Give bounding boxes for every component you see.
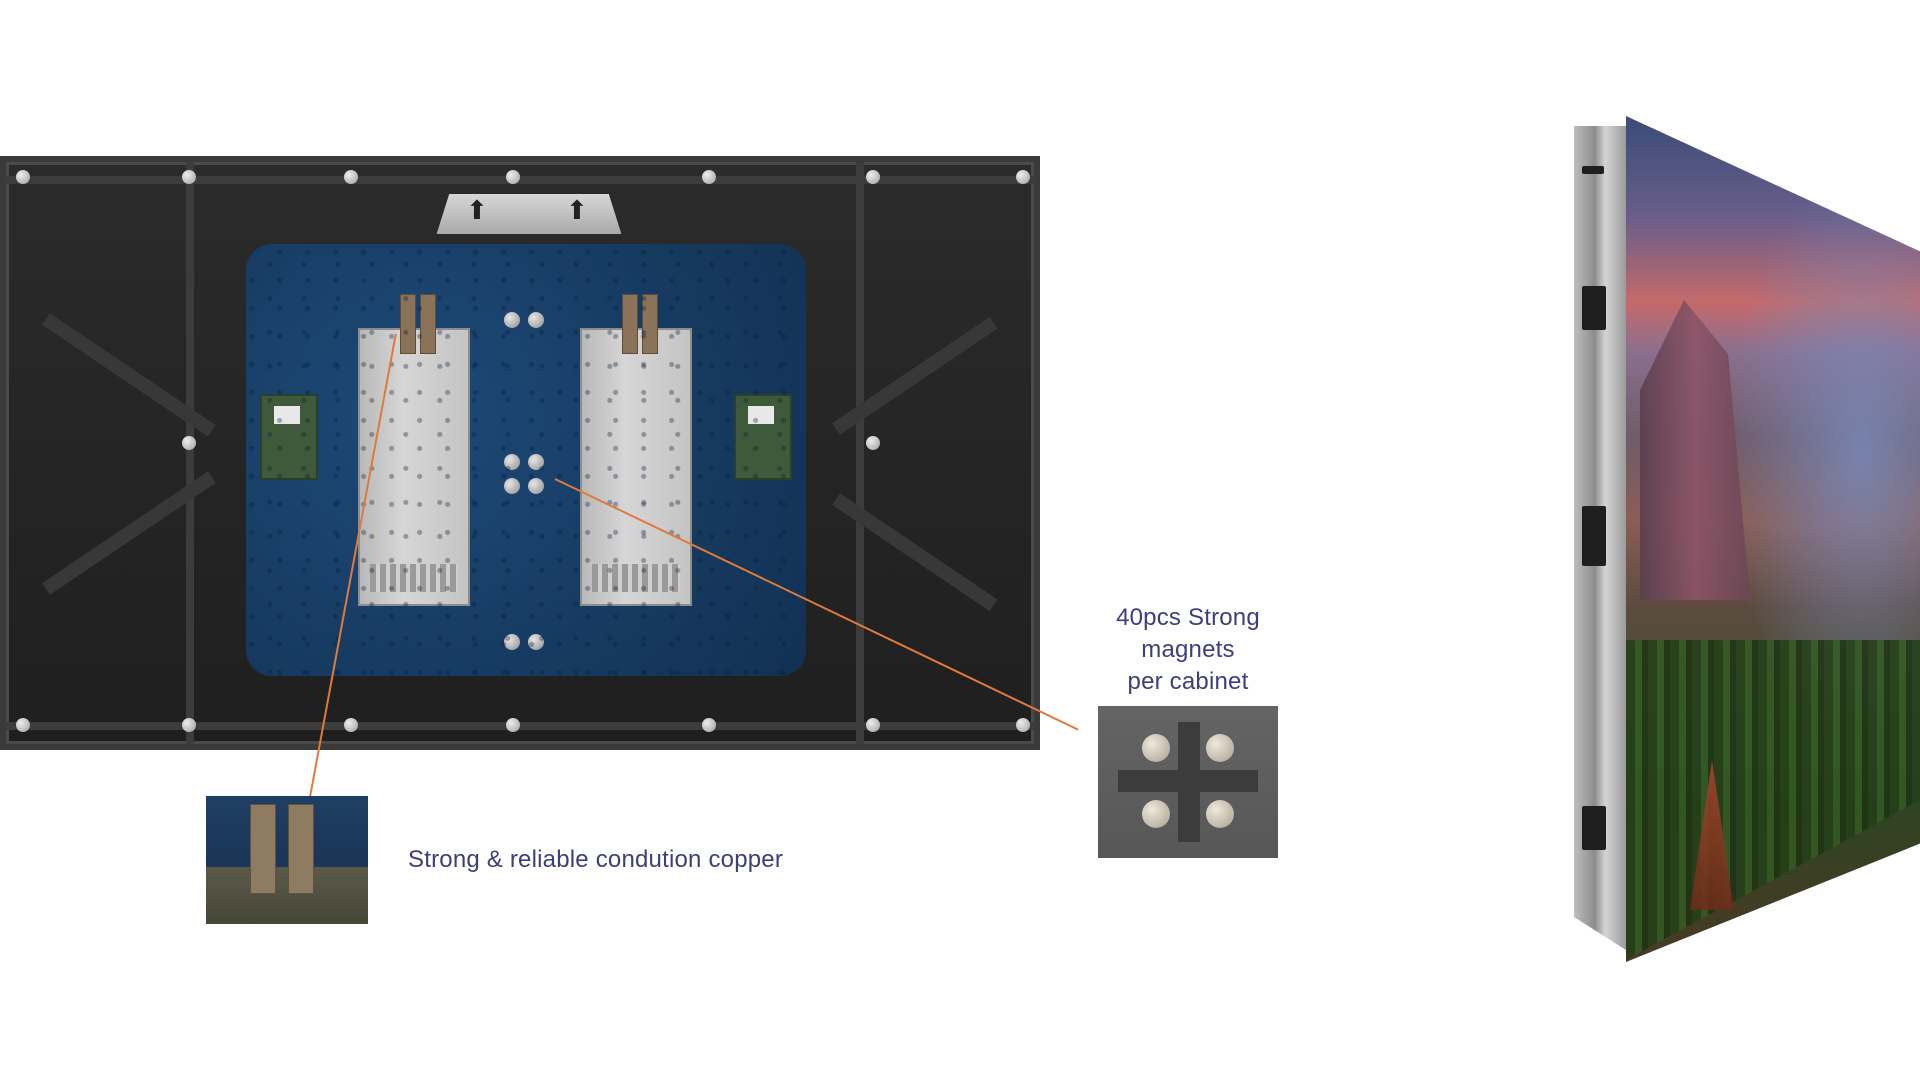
copper-conductor [288, 804, 314, 894]
power-supply-unit [580, 328, 692, 606]
copper-closeup-image [206, 796, 368, 924]
copper-conductor [420, 294, 436, 354]
magnet [504, 478, 520, 494]
copper-conductor [400, 294, 416, 354]
frame-bar-left [186, 162, 194, 744]
bolt [702, 170, 716, 184]
bolt [702, 718, 716, 732]
bolt [506, 718, 520, 732]
cabinet-rear-view: ⬆ ⬆ [0, 156, 1040, 750]
bolt [506, 170, 520, 184]
frame-bar-bottom [6, 722, 1034, 730]
bolt [344, 170, 358, 184]
bolt [182, 436, 196, 450]
arrow-up-icon: ⬆ [566, 196, 588, 226]
magnet-label-line: 40pcs Strong [1116, 604, 1260, 631]
magnet [1206, 800, 1234, 828]
magnet [528, 478, 544, 494]
bolt [182, 170, 196, 184]
copper-label: Strong & reliable condution copper [408, 846, 784, 873]
magnet [1142, 800, 1170, 828]
magnet-label: 40pcs Strong magnets per cabinet [1078, 602, 1298, 698]
handle-slot [1582, 806, 1606, 850]
magnet [528, 454, 544, 470]
magnet [528, 634, 544, 650]
bolt [182, 718, 196, 732]
vent-slot [1582, 166, 1604, 174]
cabinet-side-edge [1574, 126, 1626, 950]
magnet-closeup-image [1098, 706, 1278, 858]
copper-conductor [622, 294, 638, 354]
psu-vent [370, 564, 458, 592]
bolt [866, 170, 880, 184]
power-supply-unit [358, 328, 470, 606]
bolt [16, 718, 30, 732]
frame-bar-top [6, 176, 1034, 184]
circuit-board [246, 244, 806, 676]
bolt [1016, 718, 1030, 732]
magnet-label-line: magnets [1141, 636, 1235, 663]
magnet [504, 454, 520, 470]
bolt [866, 718, 880, 732]
magnet [1142, 734, 1170, 762]
bolt [16, 170, 30, 184]
magnet [504, 312, 520, 328]
copper-conductor [250, 804, 276, 894]
magnet [528, 312, 544, 328]
cabinet-handle [436, 194, 622, 234]
magnet [504, 634, 520, 650]
magnet-bracket [1118, 770, 1258, 792]
handle-slot [1582, 286, 1606, 330]
forest-shape [1626, 640, 1920, 960]
receiving-card [260, 394, 318, 480]
psu-vent [592, 564, 680, 592]
arrow-up-icon: ⬆ [466, 196, 488, 226]
frame-bar-right [856, 162, 864, 744]
receiving-card [734, 394, 792, 480]
bolt [344, 718, 358, 732]
magnet-label-line: per cabinet [1127, 668, 1249, 695]
magnet [1206, 734, 1234, 762]
copper-conductor [642, 294, 658, 354]
bolt [1016, 170, 1030, 184]
bolt [866, 436, 880, 450]
connector-slot [1582, 506, 1606, 566]
